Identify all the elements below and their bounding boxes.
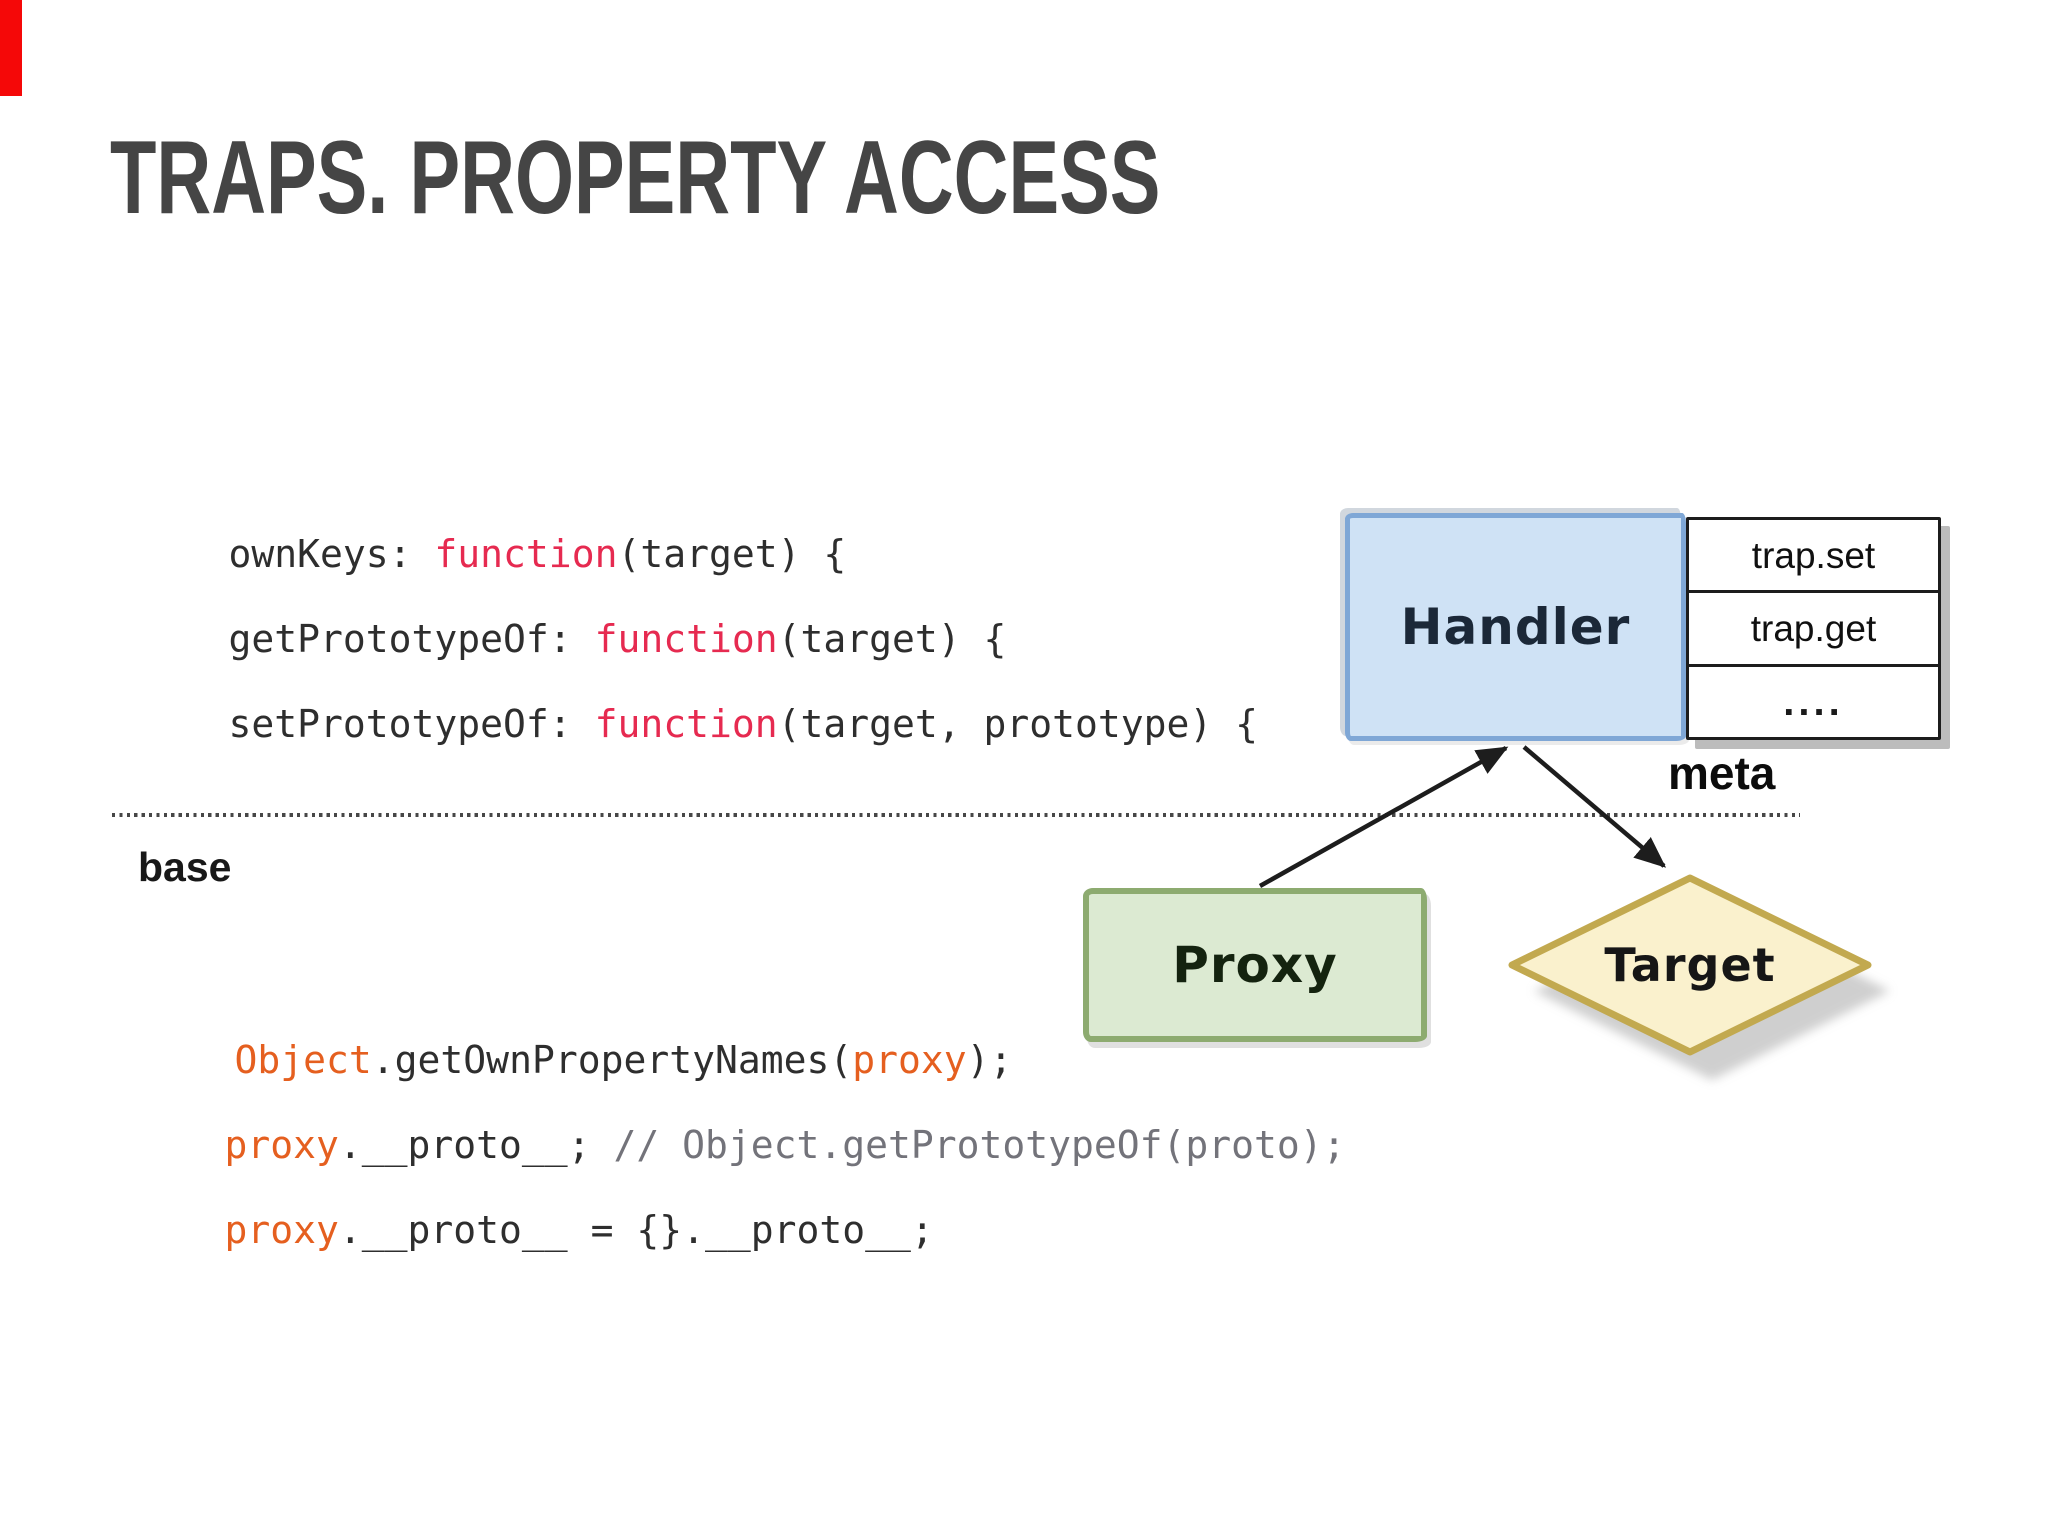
handler-box: Handler [1345,513,1686,741]
code-token-identifier: proxy [852,1037,967,1082]
code-token: .__proto__; [338,1122,614,1167]
code-token-identifier: proxy [224,1122,339,1167]
code-token: ); [966,1037,1013,1082]
trap-row-get: trap.get [1689,590,1938,663]
trap-row-set: trap.set [1751,534,1876,576]
code-line-proto-get: proxy.__proto__; // Object.getPrototypeO… [133,1077,1346,1214]
page-title: TRAPS. PROPERTY ACCESS [110,120,1161,236]
arrow-handler-to-target [1522,745,1667,868]
dotted-divider [112,813,1800,817]
code-line-proto-set: proxy.__proto__ = {}.__proto__; [133,1162,934,1299]
code-line-ownkeys: ownKeys: function(target) { [137,486,847,623]
code-token: .getOwnPropertyNames( [371,1037,853,1082]
target-diamond [1508,874,1872,1056]
code-token-comment: // Object.getPrototypeOf(proto); [613,1122,1346,1167]
code-token: (target) { [617,531,847,576]
code-token: (target, prototype) { [777,701,1259,746]
red-accent-bar [0,0,22,96]
code-token: (target) { [777,616,1007,661]
code-token-identifier: proxy [224,1207,339,1252]
code-token: getPrototypeOf: [228,616,595,661]
code-line-getownpropertynames: Object.getOwnPropertyNames(proxy); [143,992,1013,1129]
code-token-keyword: function [434,531,618,576]
trap-row-ellipsis: .... [1689,663,1938,737]
handler-label: Handler [1400,598,1631,656]
proxy-box: Proxy [1083,888,1427,1042]
target-label: Target [1604,938,1775,992]
proxy-label: Proxy [1172,936,1338,994]
code-token-keyword: function [594,701,778,746]
code-token: setPrototypeOf: [228,701,595,746]
arrow-proxy-to-handler [1258,746,1509,888]
code-token-keyword: function [594,616,778,661]
code-token: ownKeys: [228,531,435,576]
code-token-identifier: Object [234,1037,372,1082]
traps-table: trap.set trap.get .... [1686,517,1941,740]
code-token: .__proto__ = {}.__proto__; [338,1207,934,1252]
base-section-label: base [138,844,232,890]
code-line-setprototypeof: setPrototypeOf: function(target, prototy… [137,656,1259,793]
meta-label: meta [1668,747,1776,799]
code-line-getprototypeof: getPrototypeOf: function(target) { [137,571,1007,708]
target-shape: Target [1508,874,1890,1080]
